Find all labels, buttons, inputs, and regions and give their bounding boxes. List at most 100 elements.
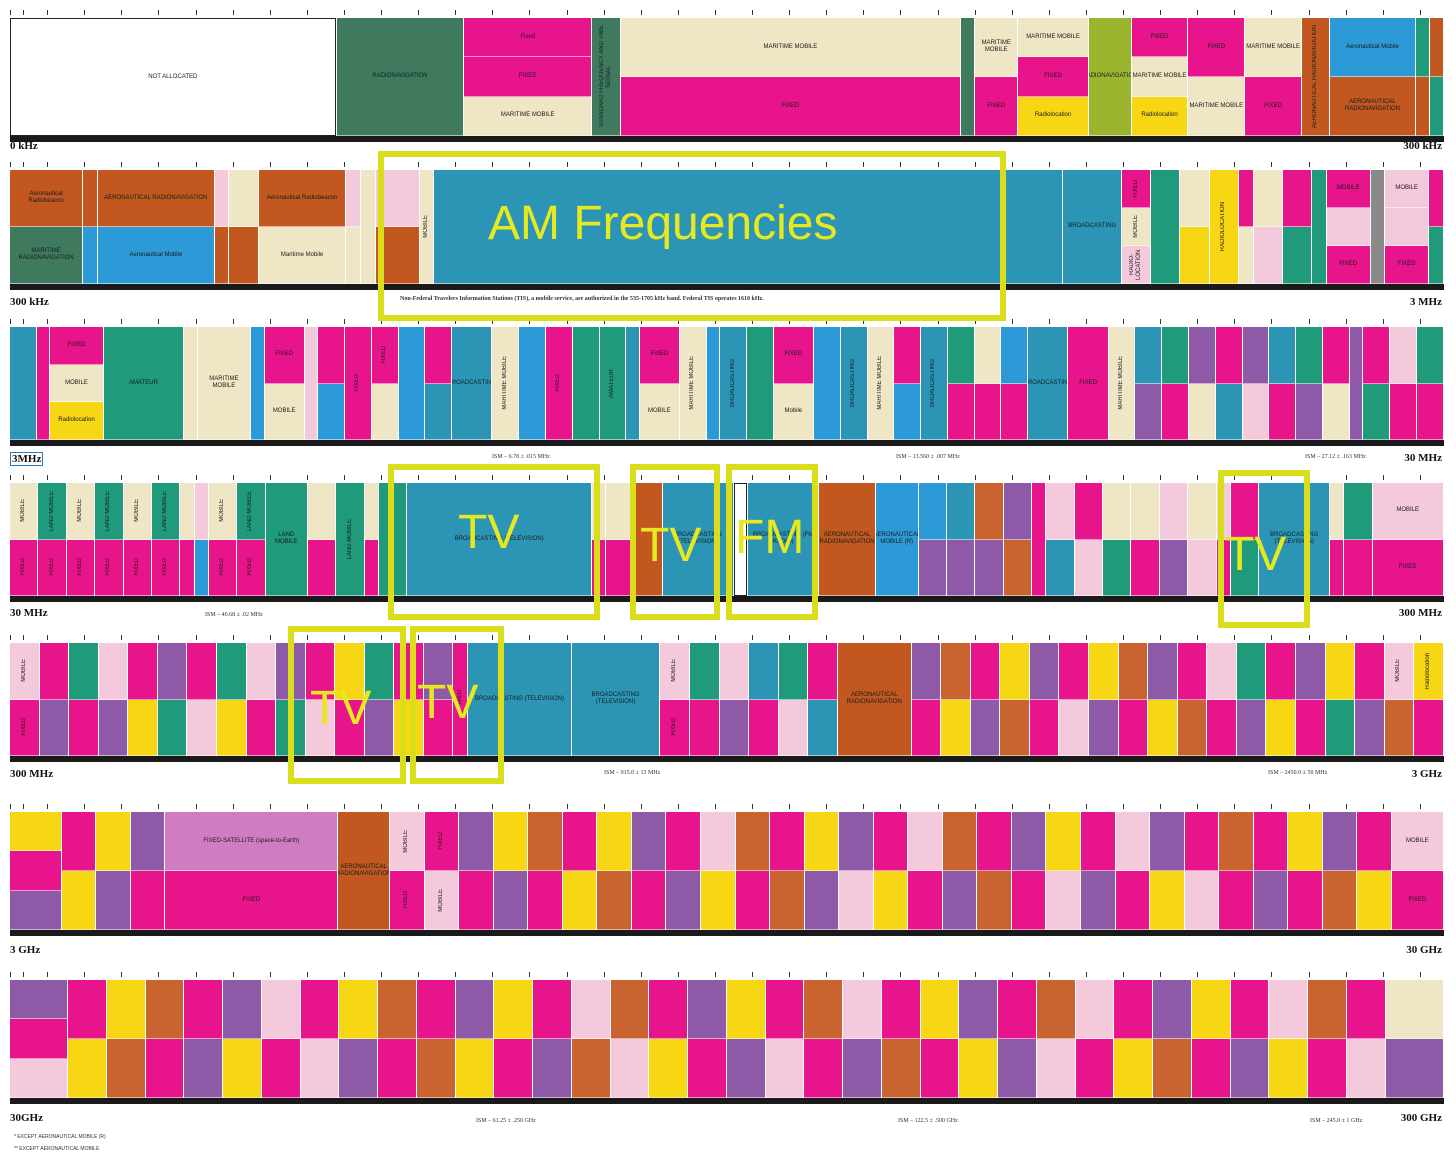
allocation-block	[1184, 871, 1219, 930]
allocation-segment	[361, 170, 376, 284]
allocation-segment: BROADCASTING (TELEVISION)	[468, 643, 572, 756]
frequency-tick	[10, 162, 11, 167]
allocation-segment	[918, 483, 947, 596]
frequency-tick	[1011, 635, 1013, 640]
allocation-block	[597, 871, 631, 930]
allocation-segment	[1162, 327, 1190, 440]
frequency-tick	[381, 10, 382, 15]
allocation-segment	[69, 643, 99, 756]
allocation-block: LAND MOBILE	[237, 483, 265, 540]
frequency-tick	[863, 162, 865, 167]
allocation-block	[1357, 871, 1391, 930]
frequency-tick	[1197, 972, 1199, 977]
allocation-block	[634, 483, 662, 596]
frequency-tick	[714, 635, 716, 640]
allocation-block	[96, 871, 130, 930]
allocation-block: BROADCASTING	[720, 327, 746, 440]
frequency-tick	[1234, 319, 1236, 324]
allocation-block	[375, 227, 419, 284]
allocation-block	[10, 890, 61, 930]
frequency-tick	[232, 804, 234, 809]
allocation-block	[1282, 227, 1312, 284]
allocation-segment	[106, 980, 146, 1098]
allocation-block	[69, 699, 98, 756]
allocation-segment	[1215, 327, 1243, 440]
allocation-label: Radiolocation	[1034, 112, 1072, 119]
allocation-segment	[83, 170, 98, 284]
frequency-tick	[752, 972, 753, 977]
allocation-label: MOBILE	[647, 407, 671, 414]
band-end-label: 300 GHz	[1400, 1112, 1442, 1124]
frequency-tick	[343, 475, 345, 480]
allocation-segment	[10, 980, 69, 1098]
allocation-segment	[335, 643, 365, 756]
allocation-block	[839, 871, 873, 930]
allocation-block	[1046, 539, 1074, 596]
allocation-label: BROADCASTING	[1068, 223, 1117, 229]
frequency-tick	[381, 972, 382, 977]
frequency-tick	[789, 10, 791, 15]
allocation-block	[606, 539, 634, 596]
allocation-block	[1322, 871, 1357, 930]
allocation-block	[61, 812, 96, 871]
frequency-tick	[1308, 475, 1310, 480]
frequency-tick	[22, 804, 24, 809]
allocation-segment	[533, 980, 572, 1098]
allocation-block	[494, 1039, 533, 1098]
allocation-label: FIXED	[1339, 261, 1357, 267]
allocation-block	[364, 483, 379, 540]
allocation-segment: MOBILE	[419, 170, 435, 284]
allocation-block: FIXED	[10, 539, 38, 596]
allocation-segment	[959, 980, 999, 1098]
frequency-tick	[900, 162, 902, 167]
allocation-block	[1312, 170, 1326, 284]
allocation-label: FIXED	[275, 351, 293, 358]
allocation-block	[666, 871, 700, 930]
allocation-label: MARITIME MOBILE	[1246, 43, 1300, 50]
allocation-label: FIXED	[1398, 563, 1417, 570]
allocation-block	[1103, 539, 1131, 596]
allocation-label: FIXED	[67, 341, 86, 348]
allocation-block	[804, 871, 839, 930]
frequency-tick	[1160, 162, 1162, 167]
band-start-label: 3 GHz	[10, 944, 41, 956]
allocation-segment	[974, 327, 1002, 440]
frequency-tick	[158, 972, 160, 977]
allocation-block	[726, 1039, 765, 1098]
allocation-label: BROADCASTING	[729, 358, 736, 407]
allocation-block	[533, 1039, 571, 1098]
allocation-segment	[1236, 643, 1267, 756]
frequency-tick	[1382, 804, 1384, 809]
allocation-block	[1349, 327, 1363, 440]
allocation-block: FIXED	[123, 539, 151, 596]
allocation-block: FIXED-SATELLITE (space-to-Earth)	[165, 812, 338, 871]
frequency-tick	[1085, 10, 1087, 15]
allocation-segment	[318, 327, 345, 440]
allocation-block	[425, 383, 452, 440]
allocation-segment: RADIONAVIGATION	[336, 18, 465, 136]
allocation-block	[765, 980, 804, 1039]
allocation-segment	[626, 327, 640, 440]
frequency-tick	[1234, 162, 1236, 167]
frequency-tick	[640, 972, 642, 977]
allocation-block	[1325, 643, 1355, 700]
allocation-block	[223, 1039, 261, 1098]
frequency-tick	[269, 475, 271, 480]
allocation-label: MARITIME MOBILE	[763, 43, 818, 50]
frequency-tick	[714, 972, 716, 977]
allocation-block: LAND MOBILE	[95, 483, 123, 540]
frequency-tick	[158, 635, 160, 640]
allocation-segment	[194, 483, 209, 596]
allocation-block	[1253, 227, 1282, 284]
allocation-block	[187, 699, 216, 756]
allocation-block	[719, 699, 749, 756]
allocation-block	[61, 871, 96, 930]
allocation-block	[180, 483, 194, 540]
allocation-segment	[1295, 643, 1326, 756]
allocation-segment	[1151, 170, 1181, 284]
allocation-block	[946, 539, 975, 596]
